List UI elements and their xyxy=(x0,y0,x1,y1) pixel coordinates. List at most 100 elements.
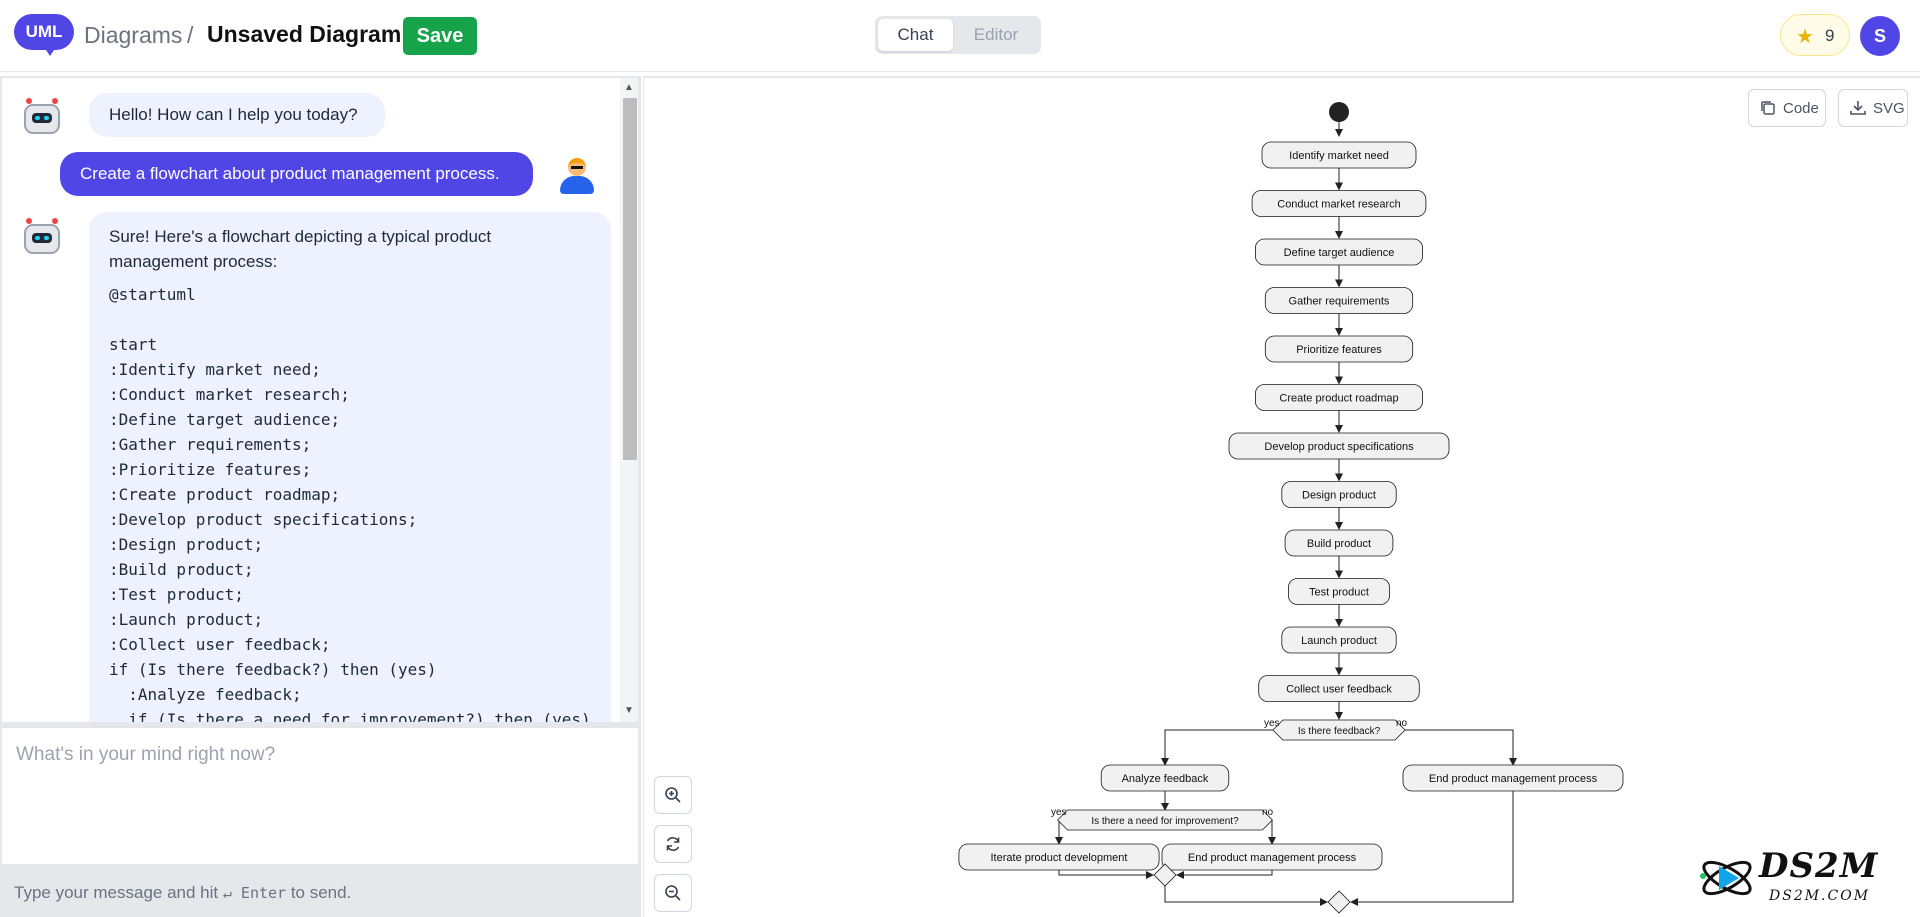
star-counter[interactable]: ★ 9 xyxy=(1780,14,1850,56)
flow-step-label: Test product xyxy=(1309,587,1369,599)
flow-step-box xyxy=(1281,481,1397,508)
save-button[interactable]: Save xyxy=(403,17,477,55)
flow-step[interactable]: Collect user feedback xyxy=(1258,675,1420,702)
flow-step-box xyxy=(1264,335,1414,363)
flow-step-label: Launch product xyxy=(1301,635,1377,647)
flow-step[interactable]: Iterate product development xyxy=(958,843,1160,871)
flow-step-label: Conduct market research xyxy=(1277,199,1401,211)
chat-scrollbar[interactable]: ▲ ▼ xyxy=(620,78,638,722)
user-avatar-button[interactable]: S xyxy=(1860,16,1900,56)
decision-feedback[interactable]: Is there feedback? xyxy=(1272,719,1406,741)
bot-avatar xyxy=(22,218,62,258)
breadcrumb-diagrams-link[interactable]: Diagrams xyxy=(84,22,183,48)
message-list: Hello! How can I help you today? Create … xyxy=(2,78,638,722)
flow-step[interactable]: Identify market need xyxy=(1261,141,1417,169)
flow-step[interactable]: Launch product xyxy=(1281,626,1397,654)
zoom-in-button[interactable] xyxy=(654,776,692,814)
flow-step[interactable]: End product management process xyxy=(1402,764,1624,792)
flow-step-box xyxy=(1251,190,1427,217)
mode-toggle: Chat Editor xyxy=(875,16,1041,54)
flow-step[interactable]: Prioritize features xyxy=(1264,335,1414,363)
start-node xyxy=(1329,102,1349,122)
flow-step-box xyxy=(958,843,1160,871)
assistant-intro-line: management process: xyxy=(109,252,278,271)
flow-step-box xyxy=(1228,432,1450,460)
flow-step-label: Prioritize features xyxy=(1296,344,1382,356)
assistant-intro-line: Sure! Here's a flowchart depicting a typ… xyxy=(109,227,492,246)
decision-feedback-label: Is there feedback? xyxy=(1298,726,1381,737)
app-logo[interactable]: UML xyxy=(14,14,74,58)
assistant-message-flowchart: Sure! Here's a flowchart depicting a typ… xyxy=(89,212,611,722)
flow-step[interactable]: Define target audience xyxy=(1255,238,1424,266)
logo-tail xyxy=(42,44,58,56)
flow-step[interactable]: Build product xyxy=(1284,529,1394,557)
message-input-container xyxy=(2,728,638,864)
zoom-out-button[interactable] xyxy=(654,874,692,912)
reset-zoom-button[interactable] xyxy=(654,825,692,863)
decision-improvement[interactable]: Is there a need for improvement? xyxy=(1057,809,1273,831)
app-header: UML Diagrams / Unsaved Diagram Save Chat… xyxy=(0,0,1920,72)
flow-step-box xyxy=(1261,141,1417,169)
user-message-avatar xyxy=(556,154,598,196)
flow-step-label: Gather requirements xyxy=(1289,296,1390,308)
hint-prefix: Type your message and hit xyxy=(14,883,219,902)
copy-icon xyxy=(1761,101,1775,115)
watermark-title: DS2M xyxy=(1759,846,1879,886)
flow-step[interactable]: Test product xyxy=(1288,578,1391,605)
decision-improvement-no: no xyxy=(1262,807,1274,818)
message-input[interactable] xyxy=(2,728,638,864)
flow-step-box xyxy=(1255,238,1424,266)
chat-panel: Hello! How can I help you today? Create … xyxy=(0,76,641,917)
zoom-in-icon xyxy=(665,787,681,803)
scrollbar-thumb[interactable] xyxy=(623,98,637,460)
atom-logo-icon xyxy=(1700,860,1752,896)
flow-step-label: Define target audience xyxy=(1284,247,1395,259)
zoom-out-icon xyxy=(665,885,681,901)
flow-step-box xyxy=(1284,529,1394,557)
flow-step-label: Develop product specifications xyxy=(1264,441,1414,453)
tab-editor[interactable]: Editor xyxy=(973,25,1019,44)
download-svg-button[interactable]: SVG xyxy=(1838,89,1908,127)
copy-code-label: Code xyxy=(1783,99,1819,117)
download-icon xyxy=(1850,101,1866,115)
ds2m-watermark: DS2M DS2M.COM xyxy=(1697,842,1917,914)
flow-step-box xyxy=(1258,675,1420,702)
flow-step-box xyxy=(1161,843,1383,871)
decision-feedback-no: no xyxy=(1396,718,1408,729)
decision-feedback-yes: yes xyxy=(1264,718,1280,729)
download-svg-label: SVG xyxy=(1873,99,1905,117)
flow-step-label: End product management process xyxy=(1188,852,1357,864)
reset-zoom-icon xyxy=(666,837,680,851)
flow-step[interactable]: Conduct market research xyxy=(1251,190,1427,217)
flow-step[interactable]: End product management process xyxy=(1161,843,1383,871)
flow-step[interactable]: Gather requirements xyxy=(1264,287,1414,314)
flow-step[interactable]: Analyze feedback xyxy=(1100,764,1230,792)
merge-node-inner xyxy=(1153,863,1177,887)
flow-step[interactable]: Develop product specifications xyxy=(1228,432,1450,460)
scroll-up-arrow[interactable]: ▲ xyxy=(624,82,634,93)
copy-code-button[interactable]: Code xyxy=(1748,89,1826,127)
decision-feedback-shape xyxy=(1272,719,1406,741)
flow-step-box xyxy=(1281,626,1397,654)
merge-node-outer xyxy=(1327,890,1351,914)
watermark-subtitle: DS2M.COM xyxy=(1769,888,1871,904)
user-message-text: Create a flowchart about product managem… xyxy=(80,164,500,183)
plantuml-code-block[interactable]: @startuml start :Identify market need; :… xyxy=(109,285,591,722)
flow-step-label: Identify market need xyxy=(1289,150,1389,162)
hint-enter-key: ↵ Enter xyxy=(222,884,287,902)
flow-step-label: Create product roadmap xyxy=(1279,393,1398,405)
diagram-title[interactable]: Unsaved Diagram xyxy=(207,21,402,47)
assistant-message: Hello! How can I help you today? xyxy=(89,93,385,137)
flow-step-box xyxy=(1264,287,1414,314)
tab-chat[interactable]: Chat xyxy=(878,19,953,51)
flow-step-label: Collect user feedback xyxy=(1286,684,1392,696)
star-icon: ★ xyxy=(1796,26,1814,48)
send-hint: Type your message and hit ↵ Enter to sen… xyxy=(14,883,351,903)
hint-suffix: to send. xyxy=(290,883,352,902)
scroll-down-arrow[interactable]: ▼ xyxy=(624,705,634,716)
flow-step[interactable]: Create product roadmap xyxy=(1255,384,1424,411)
decision-improvement-shape xyxy=(1057,809,1273,831)
flow-step[interactable]: Design product xyxy=(1281,481,1397,508)
flow-step-label: Iterate product development xyxy=(991,852,1128,864)
